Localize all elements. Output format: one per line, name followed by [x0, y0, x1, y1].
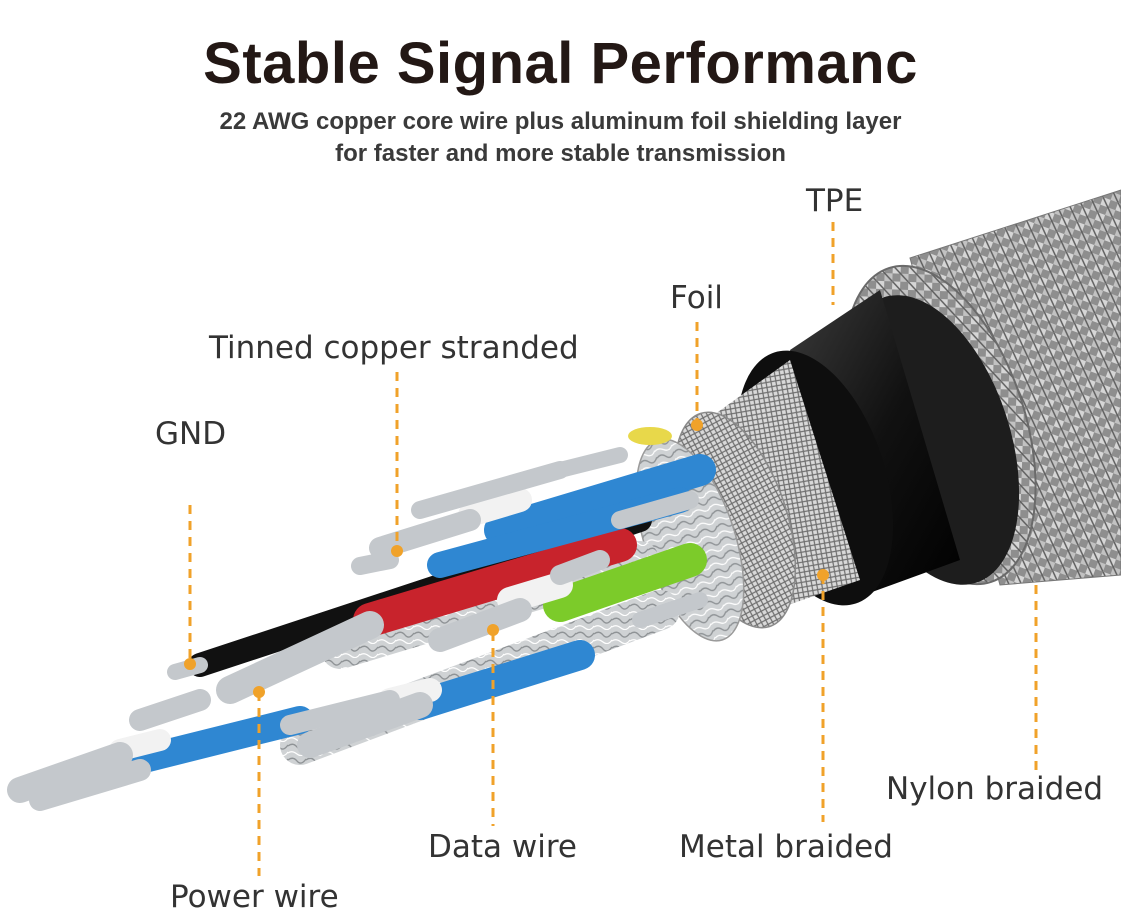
- label-nylon-braided: Nylon braided: [886, 771, 1104, 807]
- label-power-wire: Power wire: [170, 879, 339, 915]
- label-data-wire: Data wire: [428, 829, 577, 865]
- label-metal-braided: Metal braided: [679, 829, 893, 865]
- label-foil: Foil: [670, 280, 723, 316]
- leader-lines: [188, 222, 1038, 876]
- inner-wires: [7, 447, 716, 811]
- page-title: Stable Signal Performanc: [203, 31, 918, 96]
- leader-dots: [184, 419, 829, 698]
- subtitle-line-1: 22 AWG copper core wire plus aluminum fo…: [219, 108, 902, 135]
- label-tinned-copper: Tinned copper stranded: [209, 330, 579, 366]
- subtitle-line-2: for faster and more stable transmission: [335, 140, 786, 167]
- label-tpe: TPE: [806, 183, 864, 219]
- label-gnd: GND: [155, 416, 227, 452]
